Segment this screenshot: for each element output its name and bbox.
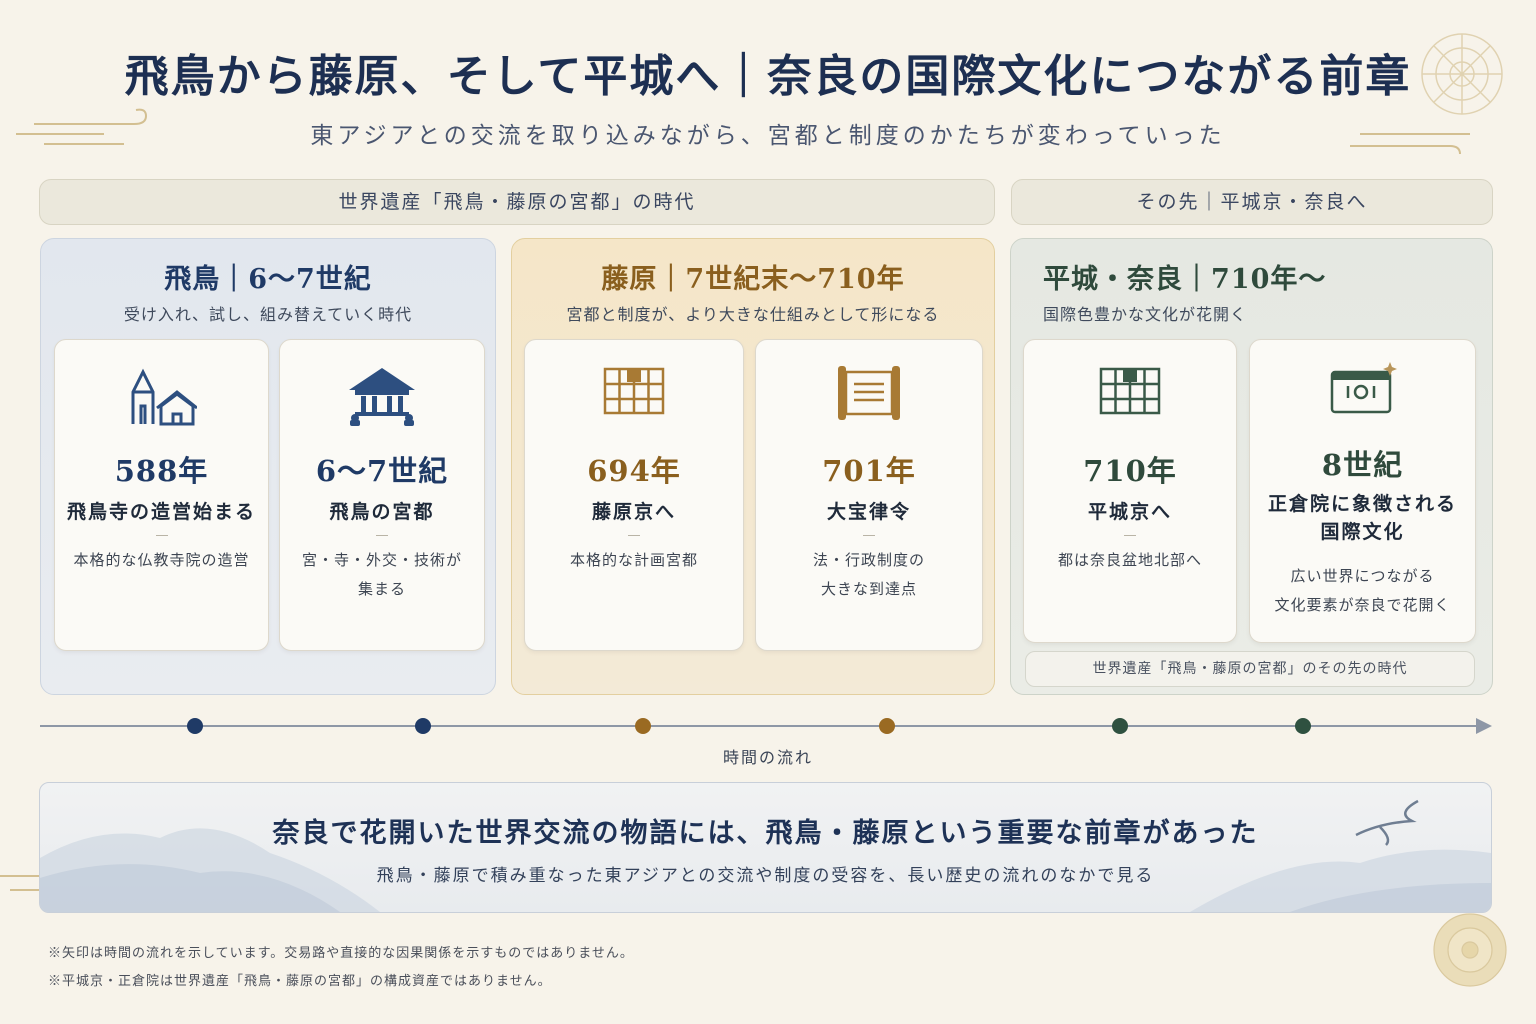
arrow-head-icon: [1476, 718, 1492, 734]
event-card-588: 588年 飛鳥寺の造営始まる 本格的な仏教寺院の造営: [54, 339, 269, 651]
event-year: 588年: [114, 454, 209, 488]
event-description: 都は奈良盆地北部へ: [1057, 551, 1202, 569]
flower-ornament-top: [1421, 33, 1503, 115]
divider: [155, 535, 168, 536]
era-subtitle: 国際色豊かな文化が花開く: [1043, 305, 1248, 324]
cloud-ornament-left: [16, 108, 148, 145]
page-subtitle: 東アジアとの交流を取り込みながら、宮都と制度のかたちが変わっていった: [310, 123, 1226, 149]
timeline-label: 時間の流れ: [722, 748, 813, 767]
event-name: 飛鳥の宮都: [329, 501, 435, 523]
era-title: 藤原｜7世紀末〜710年: [601, 264, 905, 295]
timeline-dot: [1295, 718, 1311, 734]
bottom-message-panel: 奈良で花開いた世界交流の物語には、飛鳥・藤原という重要な前章があった 飛鳥・藤原…: [39, 782, 1492, 913]
event-year: 8世紀: [1321, 448, 1404, 482]
divider: [376, 535, 388, 536]
cloud-ornament-right: [1350, 133, 1470, 155]
timeline-dot: [415, 718, 431, 734]
timeline-dot: [879, 718, 895, 734]
temple-house-icon: [131, 368, 197, 426]
event-card-701: 701年 大宝律令 法・行政制度の大きな到達点: [755, 339, 983, 651]
grid-city-icon: [603, 367, 665, 415]
event-card-710: 710年 平城京へ 都は奈良盆地北部へ: [1023, 339, 1237, 643]
event-description: 本格的な計画宮都: [569, 551, 698, 569]
event-name: 大宝律令: [826, 501, 911, 523]
event-card-8th-century: 8世紀 正倉院に象徴される国際文化 広い世界につながる文化要素が奈良で花開く: [1249, 339, 1476, 643]
crane-icon: [1355, 799, 1419, 846]
grid-city-icon: [1099, 367, 1161, 415]
event-year: 694年: [587, 454, 681, 488]
event-description: 広い世界につながる文化要素が奈良で花開く: [1274, 567, 1451, 614]
world-heritage-era-banner: 世界遺産「飛鳥・藤原の宮都」の時代: [39, 179, 995, 225]
era-subtitle: 受け入れ、試し、組み替えていく時代: [123, 305, 413, 324]
divider: [1124, 535, 1136, 536]
event-name: 平城京へ: [1087, 501, 1172, 523]
event-year: 710年: [1083, 454, 1177, 488]
era-subtitle: 宮都と制度が、より大きな仕組みとして形になる: [566, 305, 940, 324]
era-panel-fujiwara: 藤原｜7世紀末〜710年 宮都と制度が、より大きな仕組みとして形になる 694年…: [511, 238, 995, 695]
event-card-694: 694年 藤原京へ 本格的な計画宮都: [524, 339, 744, 651]
timeline-dot: [187, 718, 203, 734]
heijo-era-note: 世界遺産「飛鳥・藤原の宮都」のその先の時代: [1025, 651, 1475, 687]
bottom-title: 奈良で花開いた世界交流の物語には、飛鳥・藤原という重要な前章があった: [272, 818, 1259, 849]
scroll-icon: [838, 366, 900, 420]
event-description: 法・行政制度の大きな到達点: [812, 551, 925, 598]
next-era-banner: その先｜平城京・奈良へ: [1011, 179, 1493, 225]
treasure-box-icon: [1330, 362, 1397, 414]
event-card-asuka-capital: 6〜7世紀 飛鳥の宮都 宮・寺・外交・技術が集まる: [279, 339, 485, 651]
footnote-2: ※平城京・正倉院は世界遺産「飛鳥・藤原の宮都」の構成資産ではありません。: [48, 974, 552, 989]
era-title: 飛鳥｜6〜7世紀: [164, 264, 372, 295]
palace-hall-icon: [349, 368, 415, 426]
era-title: 平城・奈良｜710年〜: [1043, 264, 1327, 295]
timeline-dot: [635, 718, 651, 734]
bottom-subtitle: 飛鳥・藤原で積み重なった東アジアとの交流や制度の受容を、長い歴史の流れのなかで見…: [376, 866, 1155, 886]
event-name: 正倉院に象徴される国際文化: [1267, 493, 1457, 543]
event-description: 本格的な仏教寺院の造営: [73, 551, 250, 569]
page-title: 飛鳥から藤原、そして平城へ｜奈良の国際文化につながる前章: [124, 51, 1412, 102]
event-year: 6〜7世紀: [315, 454, 449, 488]
era-panel-asuka: 飛鳥｜6〜7世紀 受け入れ、試し、組み替えていく時代 588年 飛鳥寺の造営始ま…: [40, 238, 496, 695]
timeline-arrow: [40, 718, 1492, 734]
mountain-landscape-icon: [40, 799, 1491, 912]
timeline-dot: [1112, 718, 1128, 734]
divider: [863, 535, 875, 536]
era-panel-heijo: 平城・奈良｜710年〜 国際色豊かな文化が花開く 710年 平城京へ 都は奈良盆…: [1010, 238, 1493, 695]
footnote-1: ※矢印は時間の流れを示しています。交易路や直接的な因果関係を示すものではありませ…: [48, 946, 634, 961]
divider: [628, 535, 640, 536]
event-description: 宮・寺・外交・技術が集まる: [301, 551, 462, 598]
event-year: 701年: [822, 454, 916, 488]
event-name: 飛鳥寺の造営始まる: [66, 501, 256, 523]
flower-ornament-bottom: [1433, 913, 1507, 987]
event-name: 藤原京へ: [591, 501, 676, 523]
